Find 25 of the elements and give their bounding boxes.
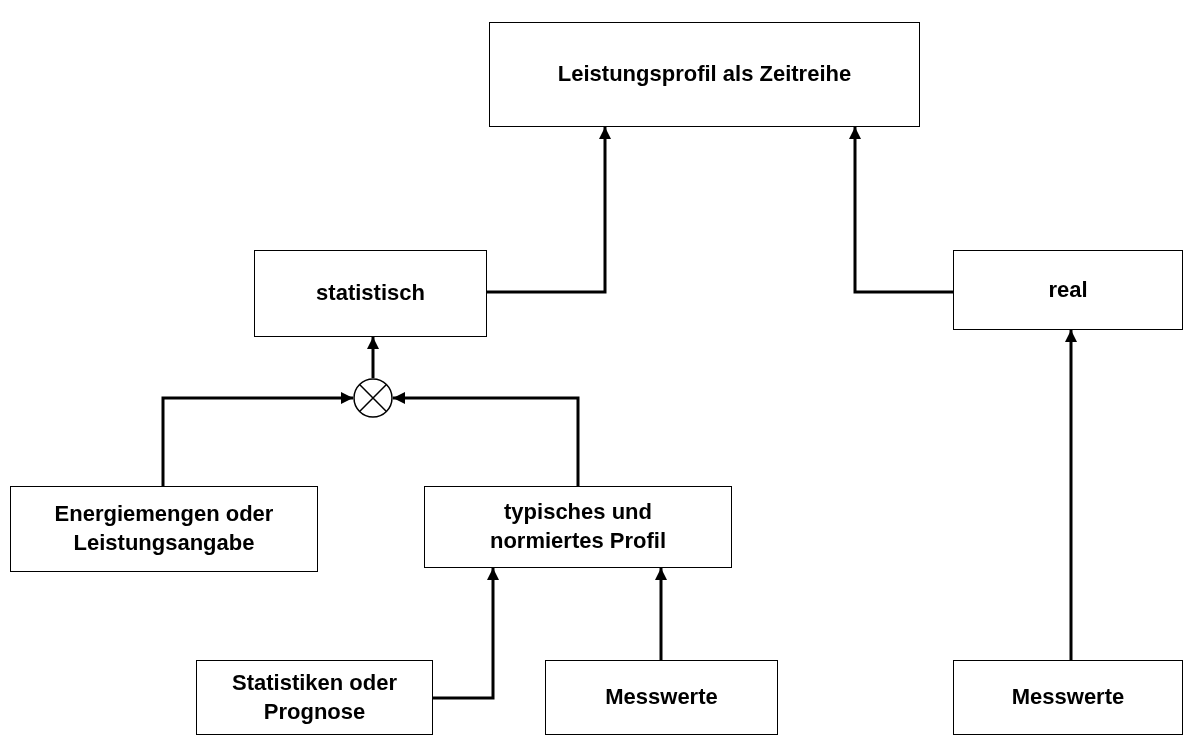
- arrow: [393, 392, 580, 486]
- box-label: typisches und normiertes Profil: [488, 498, 667, 555]
- process-box: [424, 486, 732, 568]
- process-box: [254, 250, 487, 337]
- arrow: [1065, 330, 1077, 660]
- arrow: [849, 127, 953, 294]
- process-box: [545, 660, 778, 735]
- box-label: Statistiken oder Prognose: [230, 668, 398, 726]
- arrow: [487, 127, 611, 294]
- process-box: [953, 660, 1183, 735]
- box-label: statistisch: [316, 279, 425, 308]
- box-label: Leistungsprofil als Zeitreihe: [557, 60, 852, 89]
- arrow: [161, 392, 353, 486]
- process-box: [10, 486, 318, 572]
- arrow: [367, 337, 379, 378]
- process-box: [953, 250, 1183, 330]
- arrow: [433, 568, 499, 700]
- arrow: [655, 568, 667, 660]
- process-box: [196, 660, 433, 735]
- multiplier-circle: [353, 378, 393, 418]
- box-label: Messwerte: [1011, 683, 1125, 712]
- box-label: Messwerte: [605, 683, 718, 712]
- box-label: real: [1048, 275, 1088, 304]
- box-label: Energiemengen oder Leistungsangabe: [53, 500, 275, 557]
- process-box: [489, 22, 920, 127]
